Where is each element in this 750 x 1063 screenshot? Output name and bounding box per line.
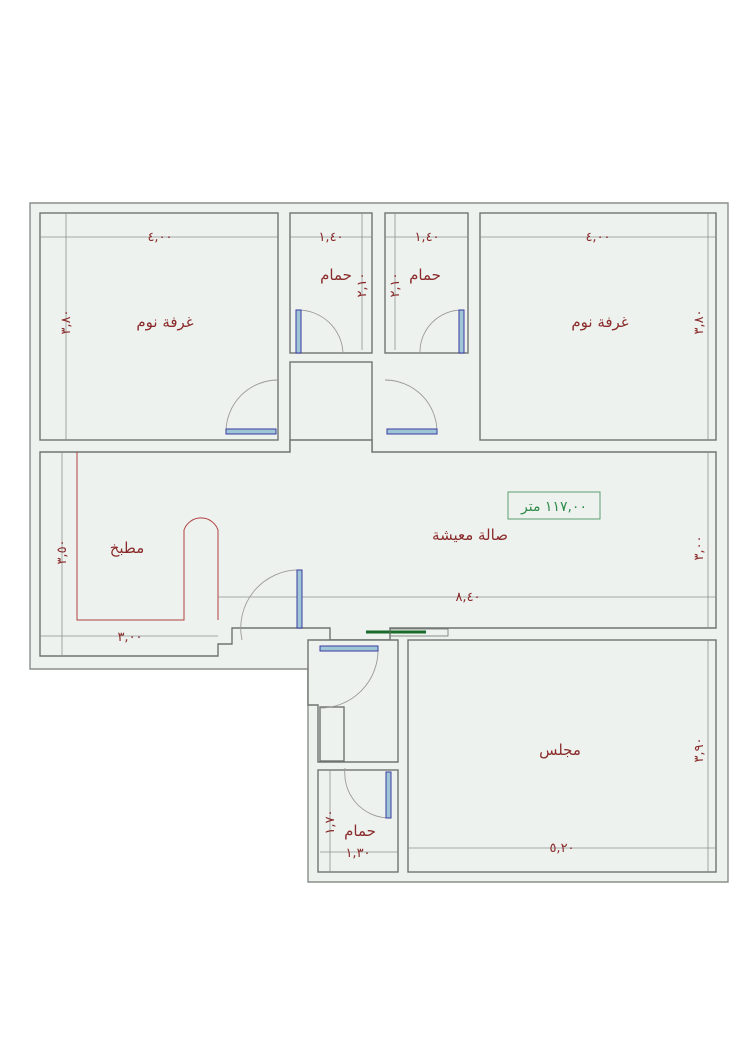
entrance-sill: [389, 628, 449, 637]
bedroom-left-width: ٤,٠٠: [147, 230, 172, 245]
bath-small-room: [317, 769, 399, 873]
majlis-length: ٣,٩٠: [692, 737, 707, 762]
area-badge: [507, 491, 601, 520]
dimension-lines: [40, 213, 716, 872]
total-area: ١١٧,٠٠ متر: [520, 499, 587, 515]
bath-small-label: حمام: [344, 822, 376, 840]
bath-left-length: ٢,١٠: [355, 272, 370, 297]
corridor: [289, 361, 373, 453]
majlis-room: [407, 639, 717, 873]
bath-right-label: حمام: [409, 266, 441, 284]
bath-right-length: ٢,١٠: [388, 272, 403, 297]
bath-left-room: [289, 212, 373, 354]
bedroom-right-label: غرفة نوم: [571, 313, 628, 331]
bedroom-left-room: [39, 212, 279, 441]
living-label: صالة معيشة: [432, 526, 508, 544]
majlis-width: ٥,٢٠: [549, 841, 574, 856]
closet: [319, 706, 345, 762]
bedroom-left-length: ٣,٨٠: [59, 309, 74, 334]
kitchen-label: مطبخ: [110, 539, 145, 557]
bath-right-width: ١,٤٠: [414, 230, 439, 245]
bath-left-label: حمام: [320, 266, 352, 284]
kitchen-width: ٣,٠٠: [117, 630, 142, 645]
bedroom-left-label: غرفة نوم: [136, 313, 193, 331]
living-length: ٣,٠٠: [692, 535, 707, 560]
bedroom-right-width: ٤,٠٠: [585, 230, 610, 245]
living-width: ٨,٤٠: [455, 590, 480, 605]
bath-small-length: ١,٧٠: [323, 809, 338, 834]
kitchen-length: ٣,٥٠: [55, 539, 70, 564]
bedroom-right-length: ٣,٨٠: [692, 309, 707, 334]
bedroom-right-room: [479, 212, 717, 441]
majlis-label: مجلس: [539, 741, 581, 759]
doors: [225, 309, 465, 819]
bath-small-width: ١,٣٠: [345, 846, 370, 861]
kitchen-counter: [76, 452, 219, 621]
bath-left-width: ١,٤٠: [318, 230, 343, 245]
